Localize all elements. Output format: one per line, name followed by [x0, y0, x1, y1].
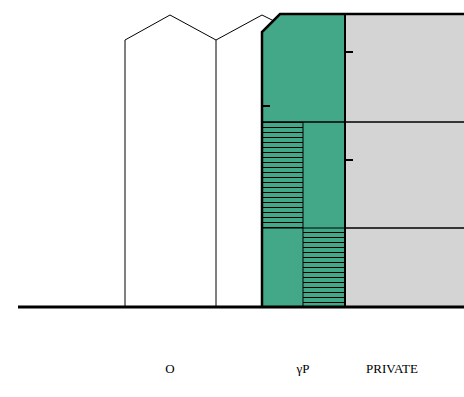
stair-hatching [303, 228, 345, 307]
door-mark [262, 105, 270, 107]
zone-label: PRIVATE [366, 361, 418, 377]
floor-line [262, 121, 464, 123]
private-zone [345, 14, 464, 307]
zone-label: γP [297, 361, 310, 377]
semi-public-zone [262, 14, 345, 307]
stair-edge [303, 122, 304, 307]
door-mark [345, 148, 353, 160]
door-mark [345, 40, 353, 52]
zone-label: O [165, 361, 174, 377]
stair-hatching [262, 122, 303, 228]
building-outline [262, 14, 464, 307]
house-outline [125, 15, 216, 307]
stair-edge [262, 228, 345, 229]
floor-line [345, 227, 464, 229]
ground-line [18, 306, 464, 309]
